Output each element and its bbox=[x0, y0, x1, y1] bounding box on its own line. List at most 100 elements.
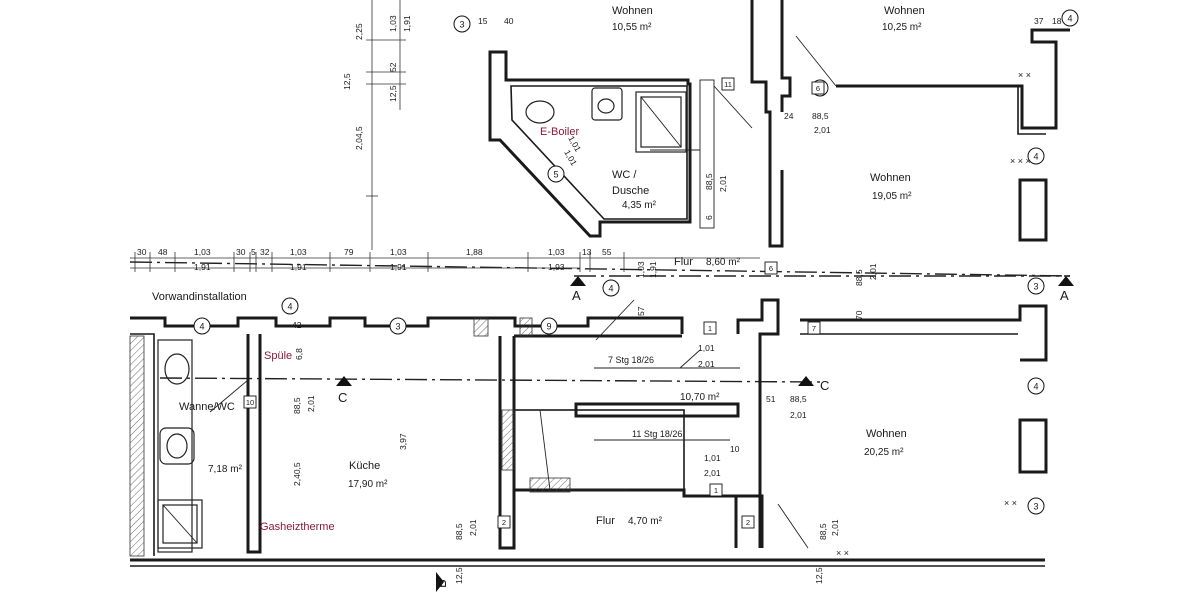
section-label-c-right: C bbox=[820, 378, 829, 393]
dim-2-01-f: 2,01 bbox=[790, 410, 807, 420]
dim-88-5-c: 88,5 bbox=[854, 269, 864, 286]
room-name-wohnen-4: Wohnen bbox=[866, 428, 907, 440]
annotation-e-boiler: E-Boiler bbox=[540, 126, 579, 138]
circle-mark: 4 bbox=[281, 297, 299, 315]
room-area-stair: 10,70 m² bbox=[680, 392, 720, 403]
dim-18: 18 bbox=[1052, 16, 1062, 26]
section-label-a-left: A bbox=[572, 288, 581, 303]
box-mark: 6 bbox=[764, 261, 778, 275]
axis-lines bbox=[129, 261, 1071, 383]
box-mark: 7 bbox=[807, 321, 821, 335]
circle-mark: 4 bbox=[1061, 9, 1079, 27]
dim-1-01-d: 1,01 bbox=[704, 453, 721, 463]
circle-mark-label: 4 bbox=[287, 302, 292, 312]
dim-labels: 2,25 1,03 1,91 52 12,5 12,5 2,04,5 1,01 … bbox=[292, 15, 1062, 584]
circle-mark-label: 5 bbox=[553, 170, 558, 180]
dim-88-5-d: 88,5 bbox=[292, 397, 302, 414]
room-area-wohnen-4: 20,25 m² bbox=[864, 447, 904, 458]
circle-mark-label: 4 bbox=[199, 322, 204, 332]
room-area-wohnen-2: 10,25 m² bbox=[882, 22, 922, 33]
dim-chain-top-7: 1,03 bbox=[290, 247, 307, 257]
dim-2-01-h: 2,01 bbox=[468, 519, 478, 536]
room-area-flur-2: 4,70 m² bbox=[628, 516, 663, 527]
annotation-spuele: Spüle bbox=[264, 350, 292, 362]
svg-text:× ×: × × bbox=[836, 548, 849, 558]
dim-1-91-a: 1,91 bbox=[402, 15, 412, 32]
room-name-wc-2: Dusche bbox=[612, 185, 649, 197]
box-mark: 1 bbox=[709, 483, 723, 497]
stair-label-lower: 11 Stg 18/26 bbox=[632, 429, 682, 439]
dim-2-25: 2,25 bbox=[354, 23, 364, 40]
dim-2-01-g: 2,01 bbox=[704, 468, 721, 478]
room-name-wohnen-1: Wohnen bbox=[612, 5, 653, 17]
dim-12-5-d: 12,5 bbox=[814, 567, 824, 584]
circle-marks: 3544439443334 bbox=[193, 9, 1079, 515]
dim-88-5-g: 88,5 bbox=[818, 523, 828, 540]
circle-mark: 3 bbox=[1027, 277, 1045, 295]
circle-mark: 4 bbox=[193, 317, 211, 335]
circle-mark: 4 bbox=[1027, 377, 1045, 395]
dim-40: 40 bbox=[504, 16, 514, 26]
dim-2-01-b: 2,01 bbox=[718, 175, 728, 192]
room-name-wanne: Wanne/WC bbox=[179, 401, 235, 413]
circle-mark: 3 bbox=[453, 15, 471, 33]
room-area-wanne: 7,18 m² bbox=[208, 464, 243, 475]
room-area-wc: 4,35 m² bbox=[622, 200, 657, 211]
room-area-kueche: 17,90 m² bbox=[348, 479, 388, 490]
dim-chain-bottom-2: 1,91 bbox=[290, 262, 307, 272]
dim-88-5-e: 88,5 bbox=[790, 394, 807, 404]
dim-12-5-c: 12,5 bbox=[454, 567, 464, 584]
dim-1-91-b: 1,91 bbox=[648, 261, 658, 278]
section-label-c-left: C bbox=[338, 390, 347, 405]
bath-fixtures bbox=[157, 339, 203, 553]
circle-mark-label: 3 bbox=[1033, 282, 1038, 292]
room-name-wohnen-3: Wohnen bbox=[870, 172, 911, 184]
dim-chain-top-5: 5 bbox=[251, 247, 256, 257]
dim-chain-top-9: 1,03 bbox=[390, 247, 407, 257]
circle-mark: 3 bbox=[1027, 497, 1045, 515]
box-mark: 11 bbox=[721, 77, 735, 91]
box-mark-label: 2 bbox=[746, 518, 750, 527]
wc-dusche-walls bbox=[488, 50, 715, 238]
svg-text:× ×: × × bbox=[1018, 70, 1031, 80]
circle-mark: 4 bbox=[1027, 147, 1045, 165]
circle-mark-label: 4 bbox=[1067, 14, 1072, 24]
section-label-a-right: A bbox=[1060, 288, 1069, 303]
circle-mark-label: 9 bbox=[546, 322, 551, 332]
top-rooms-walls bbox=[713, 0, 1070, 248]
dim-chain-top-2: 48 bbox=[158, 247, 168, 257]
room-area-flur-1: 8,60 m² bbox=[706, 257, 741, 268]
dim-chain-bottom-1: 1,91 bbox=[194, 262, 211, 272]
room-area-wohnen-1: 10,55 m² bbox=[612, 22, 652, 33]
box-mark-label: 11 bbox=[724, 80, 732, 89]
dim-2-40-5: 2,40,5 bbox=[292, 462, 302, 486]
dim-chain-top-6: 32 bbox=[260, 247, 270, 257]
circle-mark-label: 3 bbox=[1033, 502, 1038, 512]
box-mark: 10 bbox=[243, 395, 257, 409]
dim-1-03-b: 1,03 bbox=[636, 261, 646, 278]
dim-chain-top-1: 30 bbox=[137, 247, 147, 257]
circle-mark: 9 bbox=[540, 317, 558, 335]
box-mark-label: 6 bbox=[769, 264, 773, 273]
dim-70: 70 bbox=[854, 310, 864, 320]
dim-2-01-i: 2,01 bbox=[830, 519, 840, 536]
circle-mark: 3 bbox=[389, 317, 407, 335]
dim-2-01-d: 2,01 bbox=[306, 395, 316, 412]
stair-label-upper: 7 Stg 18/26 bbox=[608, 355, 654, 365]
svg-text:× × ×: × × × bbox=[1010, 156, 1031, 166]
annotation-vorwand: Vorwandinstallation bbox=[152, 291, 247, 303]
box-mark: 6 bbox=[811, 81, 825, 95]
room-area-wohnen-3: 19,05 m² bbox=[872, 191, 912, 202]
dim-3-97: 3,97 bbox=[398, 433, 408, 450]
svg-text:× ×: × × bbox=[1004, 498, 1017, 508]
dim-57: 57 bbox=[636, 306, 646, 316]
room-name-kueche: Küche bbox=[349, 460, 380, 472]
dim-37: 37 bbox=[1034, 16, 1044, 26]
dim-12-5-b: 12,5 bbox=[388, 85, 398, 102]
hatched-walls bbox=[129, 317, 571, 557]
box-mark: 1 bbox=[703, 321, 717, 335]
stair-lines bbox=[594, 349, 740, 441]
dim-chain-line bbox=[130, 252, 760, 272]
